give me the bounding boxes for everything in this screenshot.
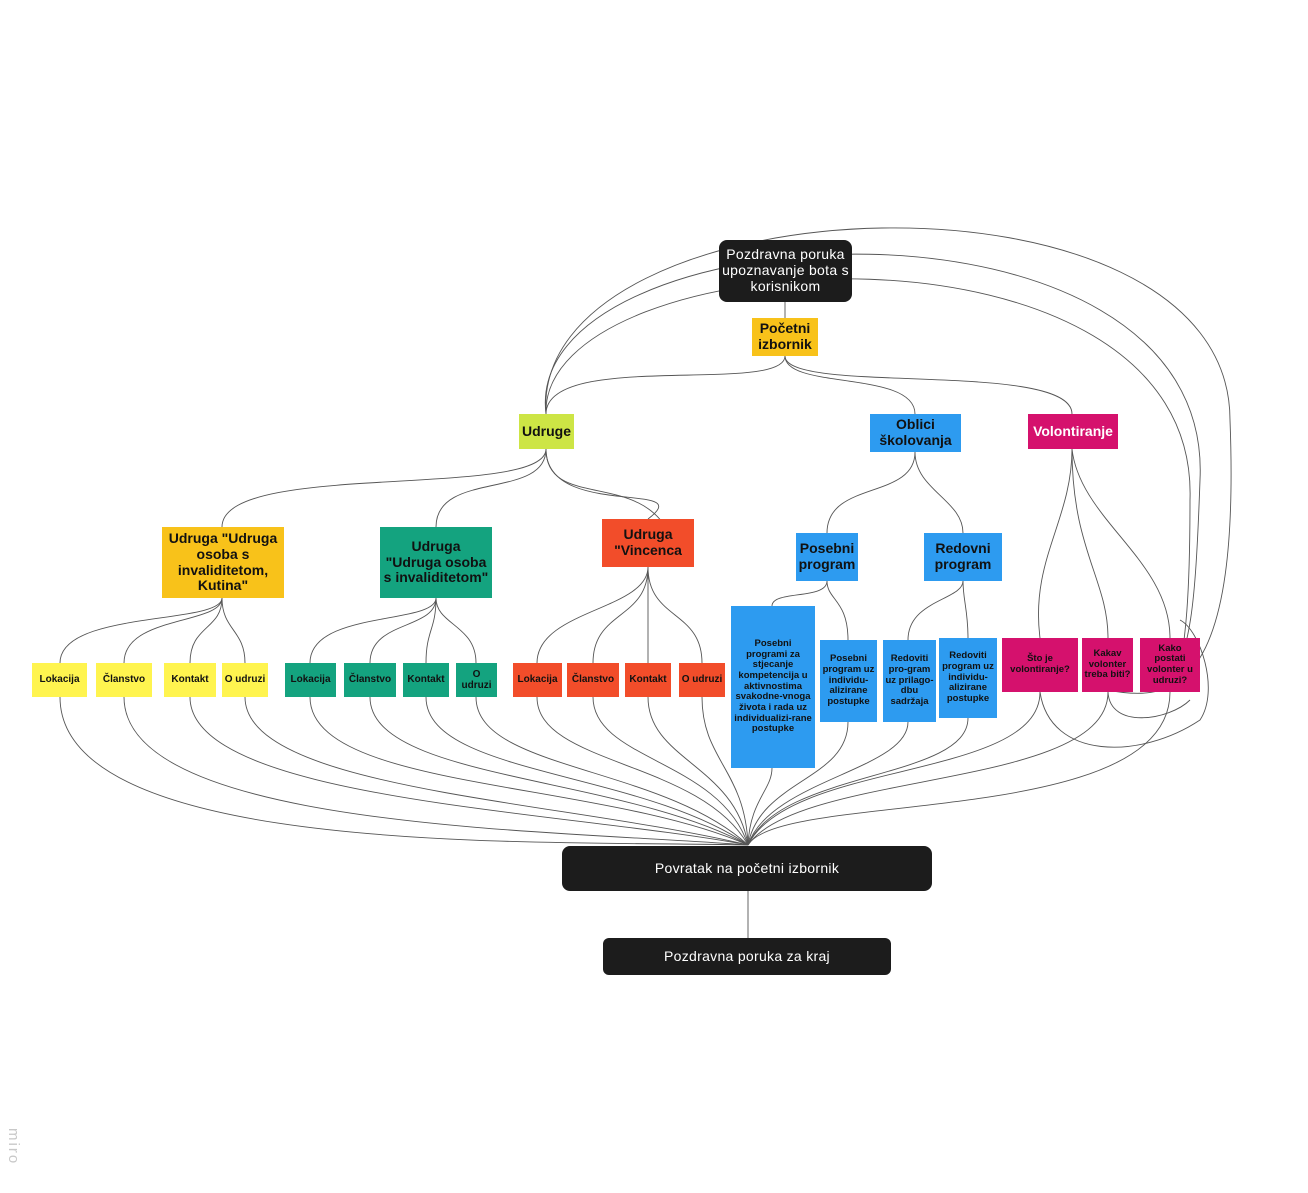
oblici-skolovanja-node[interactable]: Oblici školovanja <box>870 414 961 452</box>
edge <box>1071 448 1109 639</box>
edge <box>747 691 1041 846</box>
kutina-kontakt-node[interactable]: Kontakt <box>164 663 216 697</box>
edge <box>309 696 749 846</box>
posebni-individualizirani-node[interactable]: Posebni program uz individu-alizirane po… <box>820 640 877 722</box>
volontiranje-node[interactable]: Volontiranje <box>1028 414 1118 449</box>
edge <box>701 696 749 846</box>
edge <box>771 580 828 607</box>
edge <box>369 696 749 846</box>
edge <box>545 253 1201 691</box>
edge <box>425 597 437 664</box>
invaliditet-clanstvo-node[interactable]: Članstvo <box>344 663 396 697</box>
edge <box>647 696 749 846</box>
posebni-kompetencije-node[interactable]: Posebni programi za stjecanje kompetenci… <box>731 606 815 768</box>
edge <box>59 597 223 664</box>
edge <box>826 580 849 641</box>
redovni-program-node[interactable]: Redovni program <box>924 533 1002 581</box>
edge <box>784 355 1073 415</box>
edge <box>592 696 749 846</box>
edge <box>647 566 703 664</box>
kutina-clanstvo-node[interactable]: Članstvo <box>96 663 152 697</box>
edge <box>221 448 547 528</box>
edge <box>747 767 773 846</box>
edge <box>747 721 849 846</box>
vincenca-lokacija-node[interactable]: Lokacija <box>513 663 562 697</box>
invaliditet-lokacija-node[interactable]: Lokacija <box>285 663 336 697</box>
miro-watermark: miro <box>5 1128 22 1166</box>
edge <box>309 597 437 664</box>
edge <box>123 696 749 846</box>
redoviti-prilagodba-node[interactable]: Redoviti pro-gram uz prilago-dbu sadržaj… <box>883 640 936 722</box>
edge <box>747 691 1109 846</box>
kakav-volonter-node[interactable]: Kakav volonter treba biti? <box>1082 638 1133 692</box>
edge <box>369 597 437 664</box>
edge <box>545 278 1191 666</box>
edge <box>189 696 749 846</box>
edge <box>189 597 223 664</box>
vincenca-o-udruzi-node[interactable]: O udruzi <box>679 663 725 697</box>
redoviti-individualizirani-node[interactable]: Redoviti program uz individu-alizirane p… <box>939 638 997 718</box>
vincenca-clanstvo-node[interactable]: Članstvo <box>567 663 619 697</box>
edge <box>592 566 649 664</box>
greeting-node[interactable]: Pozdravna poruka upoznavanje bota s kori… <box>719 240 852 302</box>
kutina-o-udruzi-node[interactable]: O udruzi <box>222 663 268 697</box>
edge <box>826 451 916 534</box>
edge <box>784 355 916 415</box>
edge <box>536 696 749 846</box>
edge <box>425 696 749 846</box>
edge <box>123 597 223 664</box>
kako-postati-volonter-node[interactable]: Kako postati volonter u udruzi? <box>1140 638 1200 692</box>
edge <box>475 696 749 846</box>
edge <box>747 721 909 846</box>
udruge-node[interactable]: Udruge <box>519 414 574 449</box>
edge <box>545 448 659 520</box>
edge <box>747 717 969 846</box>
udruga-vincenca-node[interactable]: Udruga "Vincenca <box>602 519 694 567</box>
edge <box>1038 448 1073 639</box>
edge <box>435 597 477 664</box>
edge <box>545 448 671 536</box>
farewell-node[interactable]: Pozdravna poruka za kraj <box>603 938 891 975</box>
kutina-lokacija-node[interactable]: Lokacija <box>32 663 87 697</box>
edge <box>545 355 786 415</box>
invaliditet-kontakt-node[interactable]: Kontakt <box>403 663 449 697</box>
edge <box>747 691 1171 846</box>
posebni-program-node[interactable]: Posebni program <box>796 533 858 581</box>
invaliditet-o-udruzi-node[interactable]: O udruzi <box>456 663 497 697</box>
edge <box>221 597 246 664</box>
edge <box>59 696 749 846</box>
edge <box>962 580 969 639</box>
edge <box>907 580 964 641</box>
edge <box>536 566 649 664</box>
edge <box>914 451 964 534</box>
edge <box>1071 448 1171 639</box>
main-menu-node[interactable]: Početni izbornik <box>752 318 818 356</box>
vincenca-kontakt-node[interactable]: Kontakt <box>625 663 671 697</box>
udruga-invaliditet-node[interactable]: Udruga "Udruga osoba s invaliditetom" <box>380 527 492 598</box>
edge <box>244 696 749 846</box>
edge <box>435 448 547 528</box>
sto-je-volontiranje-node[interactable]: Što je volontiranje? <box>1002 638 1078 692</box>
edge <box>545 227 1232 694</box>
udruga-kutina-node[interactable]: Udruga "Udruga osoba s invaliditetom, Ku… <box>162 527 284 598</box>
back-to-menu-node[interactable]: Povratak na početni izbornik <box>562 846 932 891</box>
edge <box>1107 691 1191 719</box>
